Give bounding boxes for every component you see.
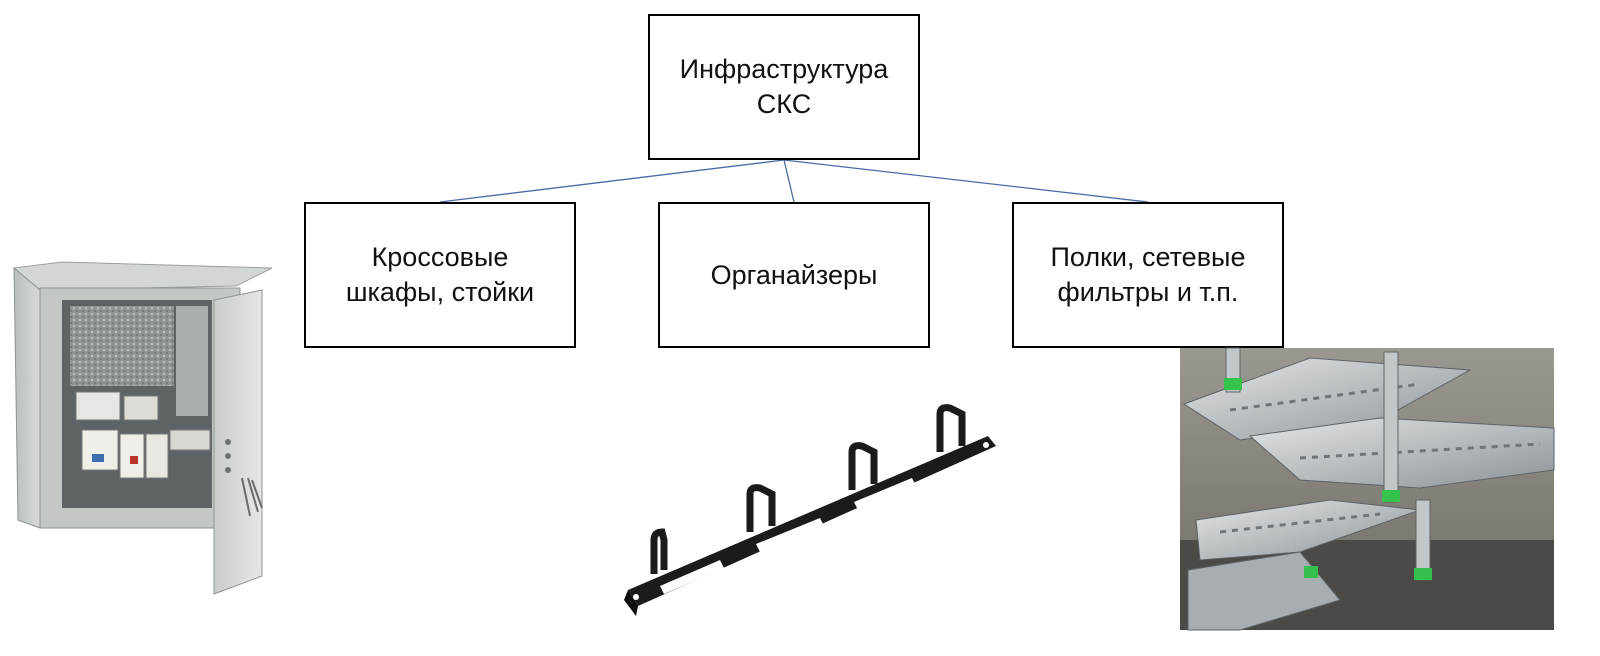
child-node-organizers: Органайзеры [658,202,930,348]
child-node-cabinets: Кроссовые шкафы, стойки [304,202,576,348]
root-node-line-1: Инфраструктура [679,54,889,84]
child-node-shelves: Полки, сетевые фильтры и т.п. [1012,202,1284,348]
child-node-cabinets-line-2: шкафы, стойки [345,277,535,307]
connector-line-2 [783,159,795,203]
connector-line-1 [439,159,785,203]
child-node-organizers-line-1: Органайзеры [710,259,878,290]
child-node-cabinets-line-1: Кроссовые [371,242,509,272]
connector-line-3 [783,159,1149,203]
child-node-shelves-line-2: фильтры и т.п. [1057,277,1239,307]
root-node-line-2: СКС [756,89,812,119]
child-node-shelves-line-1: Полки, сетевые [1050,242,1246,272]
root-node: Инфраструктура СКС [648,14,920,160]
